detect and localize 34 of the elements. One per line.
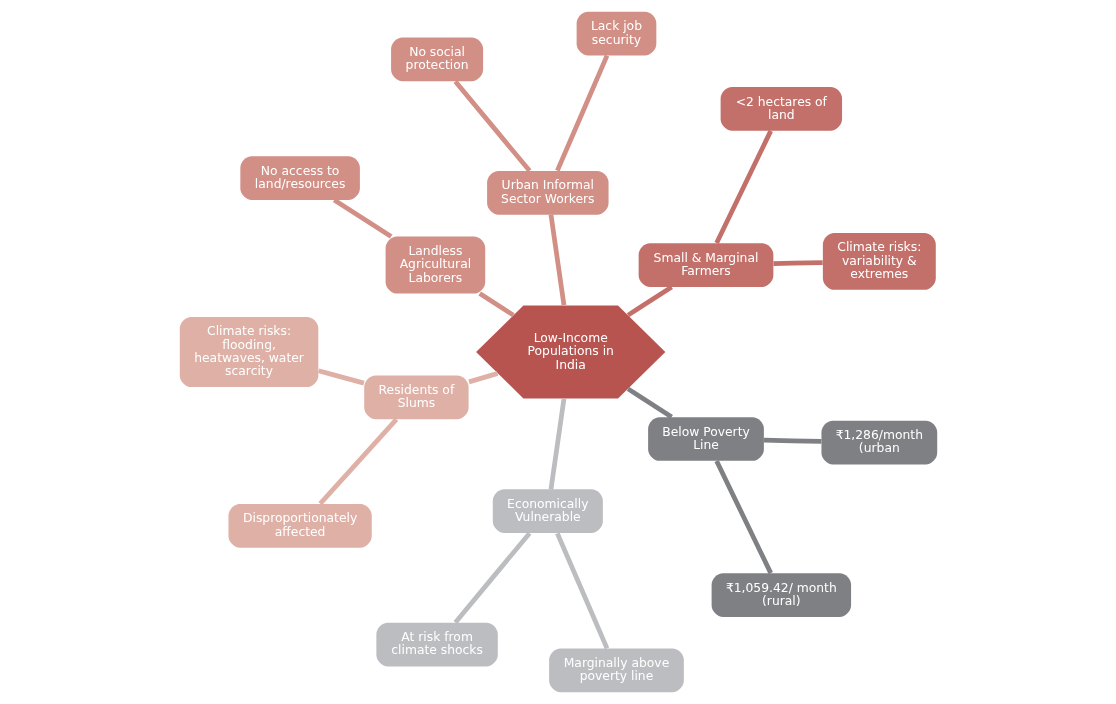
connector <box>554 54 609 172</box>
connector <box>453 79 531 173</box>
node-box: Marginally above poverty line <box>548 648 684 693</box>
node-box: ₹1,286/month (urban <box>820 420 937 465</box>
node-box: Below Poverty Line <box>647 417 764 461</box>
node-box: Urban Informal Sector Workers <box>486 171 609 215</box>
node-box: Climate risks: variability & extremes <box>822 232 936 290</box>
node-box: Landless Agricultural Laborers <box>385 236 485 294</box>
node-box: ₹1,059.42/ month (rural) <box>711 573 851 617</box>
connector <box>317 368 365 386</box>
connector <box>318 417 398 506</box>
node-box: Disproportionately affected <box>228 504 372 548</box>
connector <box>332 198 392 239</box>
connector <box>772 260 823 266</box>
node-box: No social protection <box>390 37 483 82</box>
node-box: Residents of Slums <box>363 375 469 420</box>
connector <box>548 398 566 490</box>
connector <box>714 129 773 245</box>
connector <box>626 386 673 419</box>
node-box: Economically Vulnerable <box>492 489 603 533</box>
node-box: At risk from climate shocks <box>375 622 498 667</box>
connector <box>453 531 531 625</box>
connector <box>626 285 673 318</box>
connector <box>548 214 566 306</box>
node-box: <2 hectares of land <box>720 87 842 131</box>
connector <box>467 371 498 385</box>
node-box: No access to land/resources <box>239 156 360 200</box>
connector <box>714 459 773 575</box>
node-box: Climate risks: flooding, heatwaves, water scarcity <box>179 316 318 388</box>
connector <box>477 291 515 318</box>
node-box: Lack job security <box>576 11 656 56</box>
connector <box>763 437 821 444</box>
node-box: Small & Marginal Farmers <box>638 243 773 287</box>
connector <box>554 532 609 650</box>
